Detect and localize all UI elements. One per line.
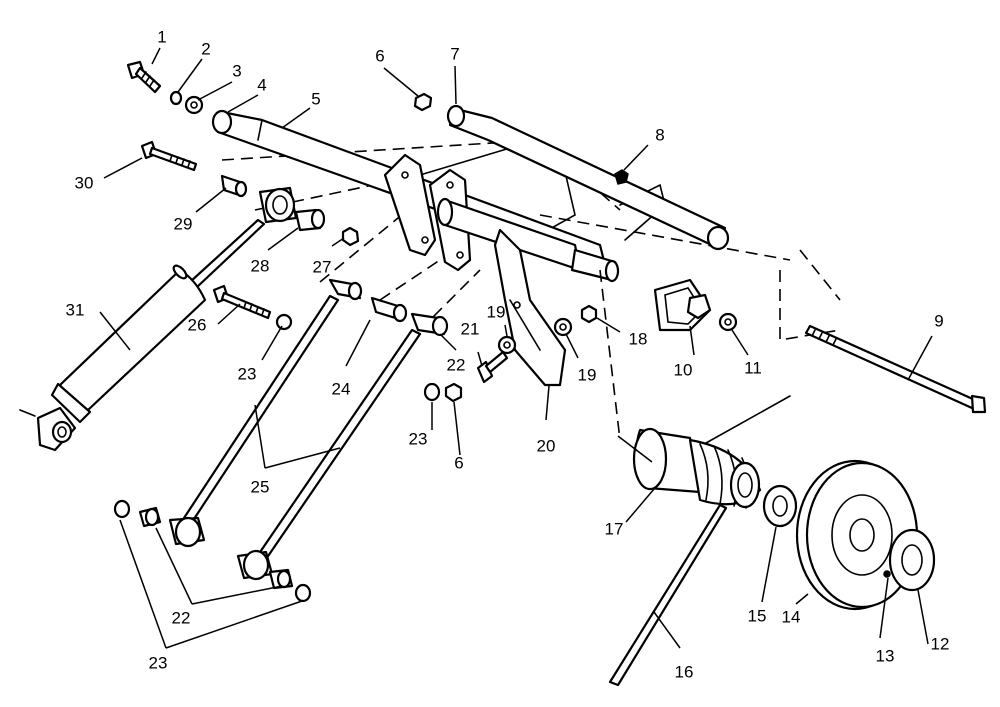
bushing-28 [294,208,326,232]
callout-31: 31 [66,300,85,319]
washer-19b [553,317,573,337]
callout-28: 28 [251,256,270,275]
callout-1: 1 [157,27,166,46]
callout-10: 10 [674,360,693,379]
link-rod-left [168,294,340,548]
callout-24: 24 [332,379,351,398]
nut-6-upper [413,92,433,112]
rear-idler-shaft [446,104,730,251]
callout-27: 27 [313,257,332,276]
callout-5: 5 [311,89,320,108]
bolt-30 [140,140,198,172]
washer-23-lower-a [113,499,131,519]
bolt-21 [476,350,509,384]
shock-absorber-31 [19,186,298,452]
callout-11: 11 [744,358,762,377]
callout-23-middle: 23 [409,429,428,448]
callout-2: 2 [201,39,210,58]
callout-22-lower: 22 [172,608,191,627]
adjuster-block [653,278,712,332]
callout-22-upper: 22 [447,355,466,374]
callout-23-upper: 23 [238,364,257,383]
spacer-29 [220,174,248,198]
callout-18: 18 [629,329,648,348]
spring-arm-16 [608,503,728,687]
bushing-22-lower-b [268,568,294,590]
callout-30: 30 [75,173,94,192]
washer-15 [762,484,798,528]
callout-12: 12 [931,634,950,653]
callout-13: 13 [876,646,895,665]
callout-29: 29 [174,214,193,233]
callout-19a: 19 [487,302,506,321]
nut-6-lower [444,382,463,403]
callout-14: 14 [782,607,801,626]
washer-3 [184,95,204,115]
callout-3: 3 [232,61,241,80]
callout-25: 25 [251,477,270,496]
callout-9: 9 [934,311,943,330]
bolt-9 [804,324,987,414]
washer-23-upper [275,313,293,331]
callout-6-upper: 6 [375,46,384,65]
callout-23-lower: 23 [149,653,168,672]
callout-labels: 1 2 3 4 5 6 7 8 9 10 11 12 13 14 15 16 1… [66,27,950,681]
spring-arm-guide [599,269,621,441]
bolt-1 [126,60,162,94]
washer-23-lower-b [294,583,312,603]
bearing-12 [883,528,936,592]
torsion-spring-17 [632,395,791,509]
callout-4: 4 [257,75,266,94]
callout-26: 26 [188,315,207,334]
bushing-22-lower-a [138,506,162,528]
callout-6-lower: 6 [454,453,463,472]
nut-8 [614,169,629,185]
link-rod-right [236,328,422,581]
callout-17: 17 [605,519,624,538]
hanger-bracket [493,228,567,387]
washer-23-middle [423,382,441,402]
pivot-tube [436,197,620,283]
nut-18 [580,304,598,324]
callout-8: 8 [655,125,664,144]
nut-27 [341,226,360,247]
lock-washer-2 [169,90,183,106]
bushing-24 [370,296,408,323]
callout-7: 7 [450,44,459,63]
leader-lines [99,47,933,649]
washer-19a [497,335,517,355]
bolt-26 [212,284,272,320]
callout-19b: 19 [578,365,597,384]
callout-16: 16 [675,662,694,681]
callout-21: 21 [461,319,480,338]
link-spacer-upper-a [328,278,363,301]
callout-15: 15 [748,606,767,625]
callout-20: 20 [537,436,556,455]
washer-11 [718,312,738,332]
